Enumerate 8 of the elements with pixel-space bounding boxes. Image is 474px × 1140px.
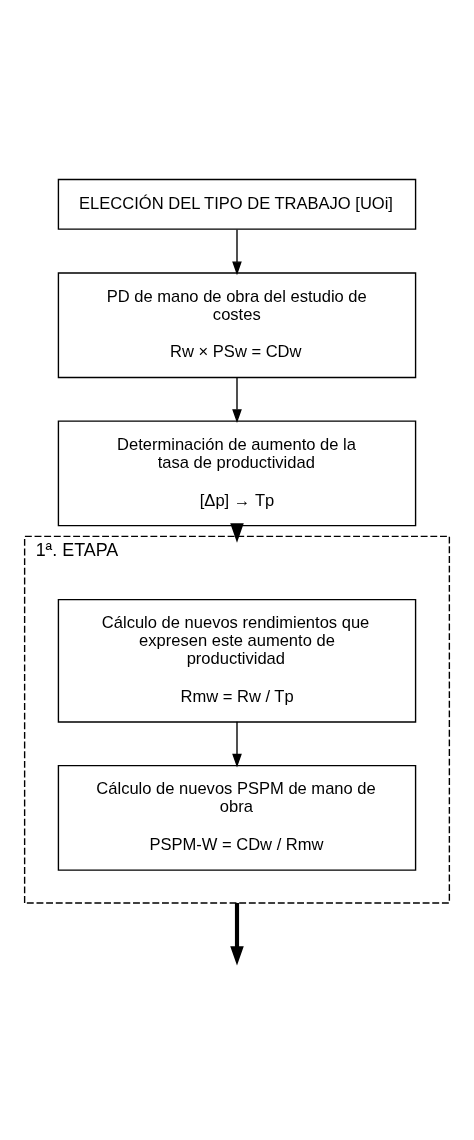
arrow — [232, 721, 242, 768]
arrow — [232, 228, 242, 276]
node-box: Cálculo de nuevos rendimientos que expresen este aumento de productividad Rmw = Rw / Tp — [57, 598, 417, 723]
node-box: Cálculo de nuevos PSPM de mano de obra PSPM-W = CDw / Rmw — [57, 764, 417, 871]
node-box: ELECCIÓN DEL TIPO DE TRABAJO [UOi] — [57, 178, 417, 230]
node-box: PD de mano de obra del estudio de costes Rw × PSw = CDw — [57, 272, 417, 379]
arrow — [230, 902, 244, 966]
arrow — [232, 376, 242, 424]
